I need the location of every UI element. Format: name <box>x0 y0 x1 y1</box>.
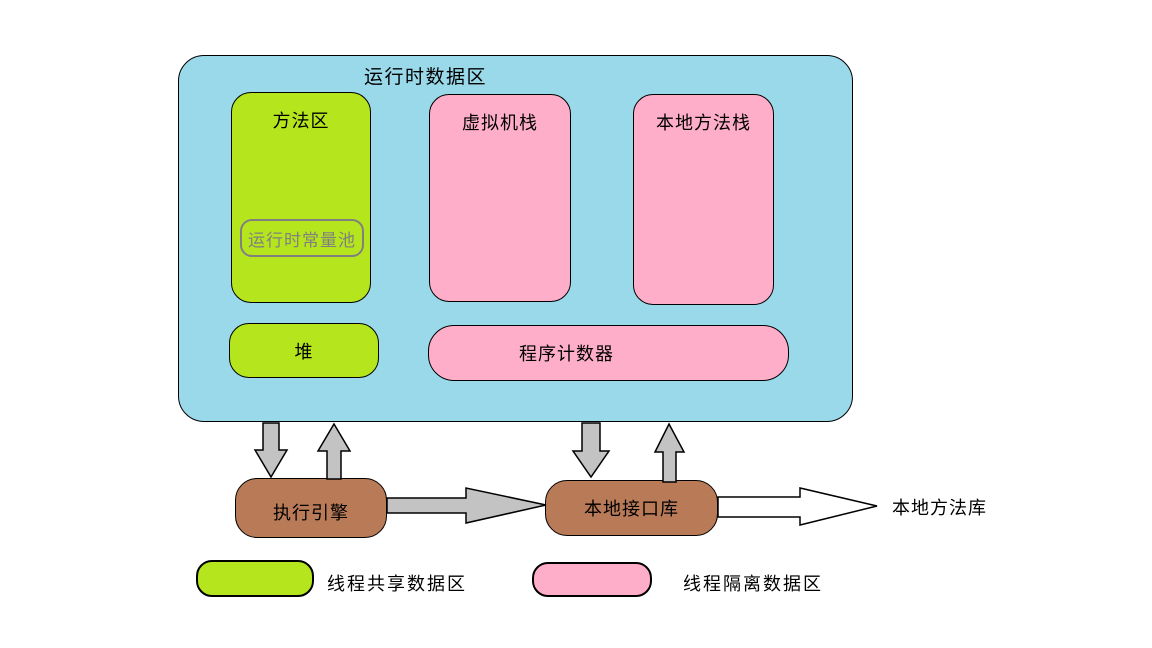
native-method-library-label: 本地方法库 <box>892 498 987 518</box>
method-area-label: 方法区 <box>272 111 330 131</box>
arrow-down-runtime-to-engine-icon <box>253 422 289 479</box>
native-method-stack-label: 本地方法栈 <box>656 113 751 133</box>
vm-stack-label: 虚拟机栈 <box>462 113 538 133</box>
execution-engine-label: 执行引擎 <box>273 503 349 523</box>
arrow-up-engine-to-runtime-icon <box>316 422 352 480</box>
runtime-data-area-title: 运行时数据区 <box>364 67 488 88</box>
execution-engine-box: 执行引擎 <box>235 478 387 538</box>
arrow-native-interface-to-library-icon <box>717 487 878 526</box>
runtime-constant-pool-box: 运行时常量池 <box>240 219 364 257</box>
legend-thread-shared-swatch <box>196 560 314 597</box>
arrow-engine-to-native-interface-icon <box>386 487 547 524</box>
runtime-data-area-box: 运行时数据区 方法区 运行时常量池 虚拟机栈 本地方法栈 堆 程序计数器 <box>178 55 853 422</box>
legend-thread-isolated-label: 线程隔离数据区 <box>683 574 823 594</box>
arrow-down-runtime-to-native-interface-icon <box>571 422 611 479</box>
heap-box: 堆 <box>229 323 379 378</box>
legend-thread-isolated-swatch <box>532 562 652 597</box>
native-interface-box: 本地接口库 <box>545 480 718 536</box>
vm-stack-box: 虚拟机栈 <box>429 94 571 302</box>
program-counter-label: 程序计数器 <box>519 344 614 364</box>
program-counter-box: 程序计数器 <box>428 325 789 381</box>
native-interface-label: 本地接口库 <box>584 499 679 519</box>
legend-thread-shared-label: 线程共享数据区 <box>327 574 467 594</box>
native-method-stack-box: 本地方法栈 <box>633 94 774 305</box>
runtime-constant-pool-label: 运行时常量池 <box>248 230 356 250</box>
heap-label: 堆 <box>294 341 314 362</box>
method-area-box: 方法区 运行时常量池 <box>231 92 371 303</box>
arrow-up-native-interface-to-runtime-icon <box>653 422 686 483</box>
